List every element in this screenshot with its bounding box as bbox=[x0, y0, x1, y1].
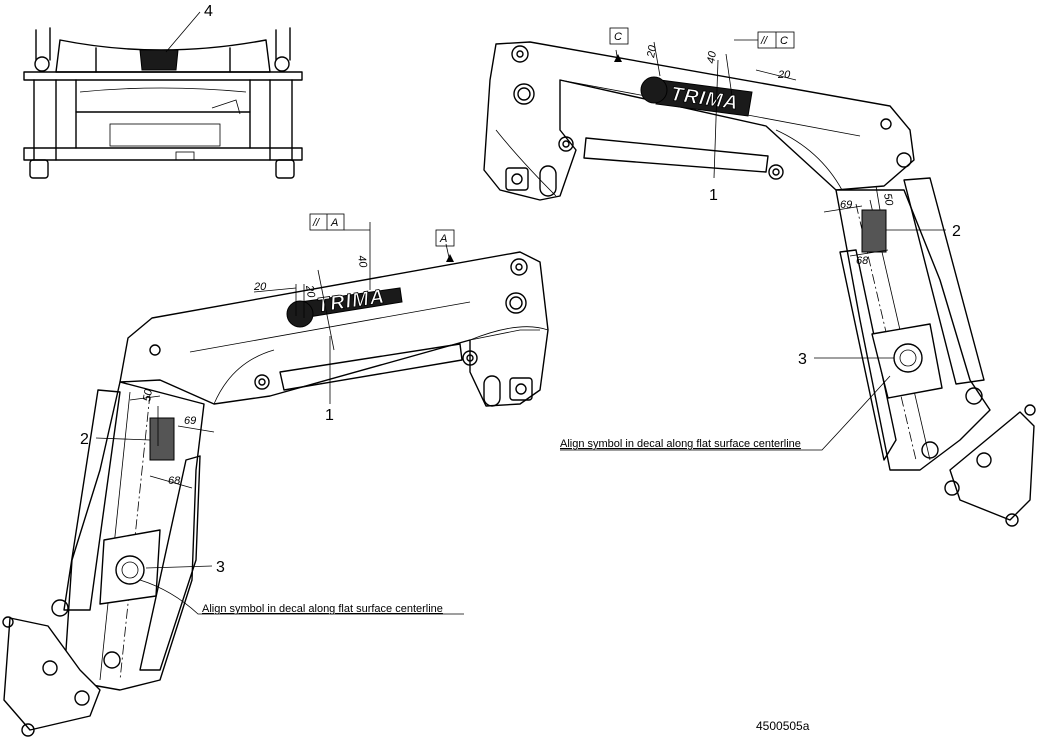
right-dimensions bbox=[614, 41, 889, 257]
datum-a-frame bbox=[309, 213, 455, 247]
datum-c-flag: C bbox=[614, 31, 622, 43]
dim-50-right: 50 bbox=[881, 192, 895, 207]
decal-2-left bbox=[149, 417, 175, 461]
logo-symbol-left bbox=[286, 300, 314, 328]
datum-c-ref: C bbox=[780, 35, 788, 47]
parallel-symbol-left: // bbox=[312, 217, 320, 229]
right-loader-boom bbox=[483, 41, 1036, 527]
dim-20-left-b: 20 bbox=[303, 283, 317, 299]
callout-2-right: 2 bbox=[952, 223, 961, 240]
dim-20-left-a: 20 bbox=[253, 281, 267, 293]
left-loader-boom bbox=[2, 251, 549, 737]
callout-4: 4 bbox=[204, 3, 213, 20]
logo-symbol-right bbox=[640, 76, 668, 104]
dim-68-left: 68 bbox=[168, 475, 181, 487]
parallel-symbol-right: // bbox=[760, 35, 768, 47]
front-view-loader bbox=[23, 11, 303, 179]
datum-a-flag: A bbox=[439, 233, 447, 245]
dim-69-right: 69 bbox=[840, 199, 852, 211]
dim-68-right: 68 bbox=[856, 255, 869, 267]
callout-3-right: 3 bbox=[798, 351, 807, 368]
callout-3-left: 3 bbox=[216, 559, 225, 576]
callout-2-left: 2 bbox=[80, 431, 89, 448]
decal-2-right bbox=[861, 209, 887, 253]
decal-3-symbol-left bbox=[115, 555, 145, 585]
decal-4-marker bbox=[139, 49, 179, 71]
alignment-note-right: Align symbol in decal along flat surface… bbox=[560, 438, 801, 450]
dim-40-right: 40 bbox=[705, 50, 719, 65]
datum-a-ref: A bbox=[330, 217, 338, 229]
dim-69-left: 69 bbox=[184, 415, 196, 427]
dim-20-right-b: 20 bbox=[777, 69, 791, 81]
callout-1-left: 1 bbox=[325, 407, 334, 424]
dim-20-right-a: 20 bbox=[645, 44, 659, 60]
dim-50-left: 50 bbox=[141, 388, 155, 403]
drawing-number: 4500505a bbox=[756, 719, 810, 733]
dim-40-left: 40 bbox=[355, 254, 369, 269]
left-dimensions bbox=[129, 222, 454, 489]
alignment-note-left: Align symbol in decal along flat surface… bbox=[202, 603, 443, 615]
callout-1-right: 1 bbox=[709, 187, 718, 204]
datum-c-frame bbox=[609, 27, 795, 49]
